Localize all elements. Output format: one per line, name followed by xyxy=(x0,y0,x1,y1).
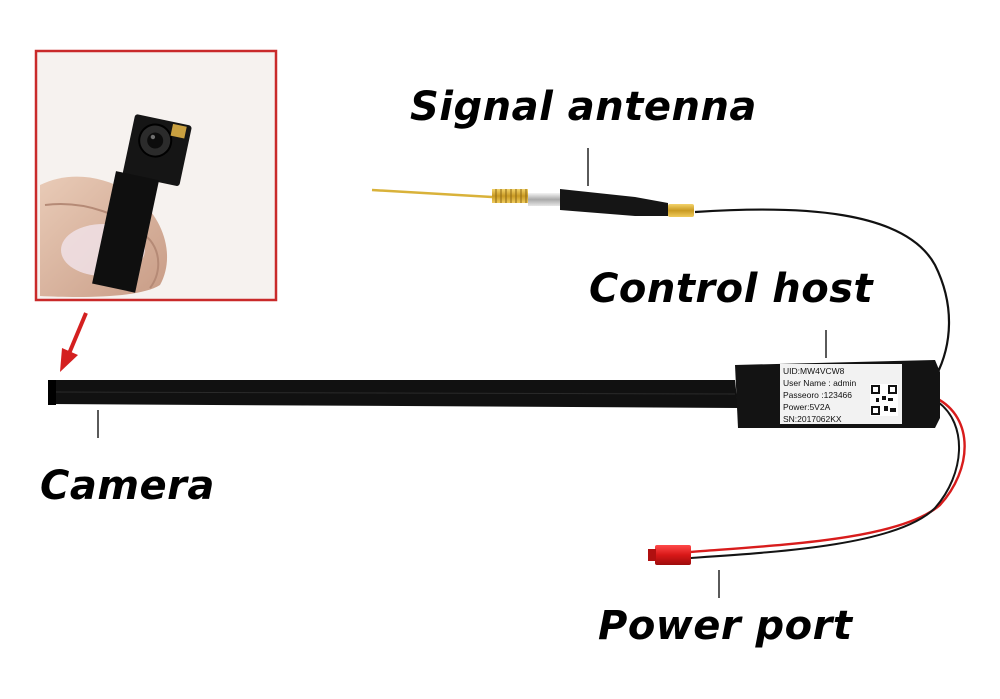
sticker-password: Passeoro :123466 xyxy=(783,390,852,400)
camera-inset-photo xyxy=(34,49,278,302)
sticker-power: Power:5V2A xyxy=(783,402,831,412)
control-host-box xyxy=(735,360,940,428)
antenna-heatshrink xyxy=(560,189,668,216)
signal-antenna xyxy=(371,188,694,217)
antenna-gold-connector xyxy=(668,204,694,217)
power-port-label: Power port xyxy=(598,603,853,649)
antenna-spring xyxy=(492,189,528,203)
power-wire-black xyxy=(689,401,960,559)
sticker-user-name: User Name : admin xyxy=(783,378,856,388)
antenna-metal-sleeve xyxy=(528,193,562,206)
camera-module xyxy=(92,114,192,293)
antenna-cable xyxy=(694,208,951,377)
qr-code xyxy=(870,384,898,416)
sticker-uid: UID:MW4VCW8 xyxy=(783,366,845,376)
signal-antenna-label: Signal antenna xyxy=(410,84,757,130)
power-connector xyxy=(655,545,691,565)
camera-ribbon-cable xyxy=(48,380,738,408)
camera-label: Camera xyxy=(40,463,215,509)
sticker-sn: SN:2017062KX xyxy=(783,414,842,424)
control-host-label: Control host xyxy=(589,266,874,312)
camera-pointer-arrow xyxy=(60,312,88,372)
